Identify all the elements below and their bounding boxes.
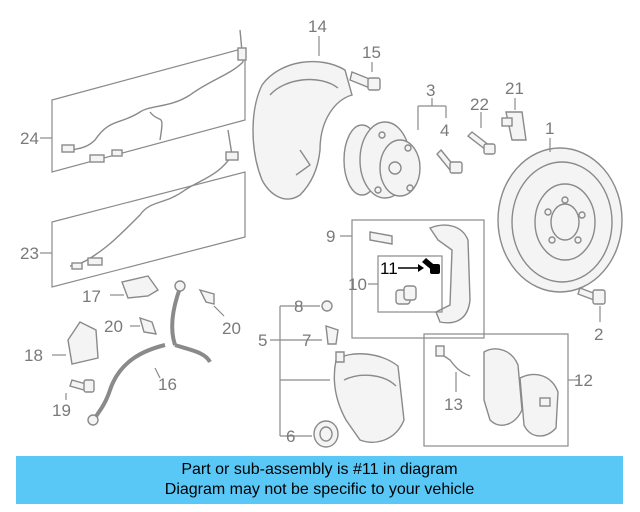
label-6: 6 (286, 427, 295, 446)
label-14: 14 (308, 17, 327, 36)
label-5: 5 (258, 331, 267, 350)
part-6-piston (313, 420, 339, 448)
label-8: 8 (294, 297, 303, 316)
caliper-body (333, 351, 405, 443)
part-22-bolt (466, 112, 496, 155)
part-24-wear-sensor-group (40, 29, 247, 173)
part-13-wear-sensor (435, 345, 471, 392)
part-2-bolt (577, 287, 606, 322)
label-3: 3 (426, 81, 435, 100)
part-4-bolt (436, 148, 463, 174)
label-13: 13 (444, 395, 463, 414)
part-19-bolt (65, 379, 95, 400)
part-17-bracket (110, 275, 160, 299)
part-15-bolt (349, 62, 381, 91)
part-10-guide-pin-kit (368, 255, 443, 313)
label-11-highlighted: 11 (380, 259, 398, 278)
part-1-brake-rotor (497, 138, 623, 293)
label-16: 16 (158, 375, 177, 394)
part-23-wear-sensor-group (40, 129, 246, 288)
part-18-bracket (52, 321, 99, 365)
part-3-hub-bearing (343, 98, 447, 199)
label-4: 4 (440, 121, 449, 140)
info-banner: Part or sub-assembly is #11 in diagram D… (16, 456, 623, 504)
part-20-clip-a (198, 288, 225, 317)
part-5-caliper-group (270, 305, 330, 437)
part-12-brake-pads-group (423, 333, 580, 447)
part-7-bleeder-valve (325, 324, 339, 345)
label-20a: 20 (222, 319, 241, 338)
part-9-caliper-carrier-group (340, 219, 485, 339)
banner-line-part-number: Part or sub-assembly is #11 in diagram (181, 461, 458, 478)
banner-line-disclaimer: Diagram may not be specific to your vehi… (164, 481, 475, 498)
label-10: 10 (348, 275, 367, 294)
label-1: 1 (545, 119, 554, 138)
label-21: 21 (505, 79, 524, 98)
part-14-splash-shield (252, 36, 353, 200)
part-20-clip-b (130, 316, 158, 335)
label-15: 15 (362, 43, 381, 62)
label-9: 9 (326, 227, 335, 246)
label-22: 22 (470, 95, 489, 114)
label-12: 12 (574, 371, 593, 390)
part-11-bolt-highlighted (398, 258, 440, 274)
label-20b: 20 (104, 317, 123, 336)
label-17: 17 (82, 287, 101, 306)
label-2: 2 (594, 325, 603, 344)
label-24: 24 (20, 129, 39, 148)
part-21-sensor (501, 98, 527, 141)
label-18: 18 (24, 346, 43, 365)
label-19: 19 (52, 401, 71, 420)
part-8-bleeder-cap (321, 300, 333, 312)
label-23: 23 (20, 244, 39, 263)
part-16-brake-hose (87, 280, 212, 426)
label-7: 7 (302, 331, 311, 350)
